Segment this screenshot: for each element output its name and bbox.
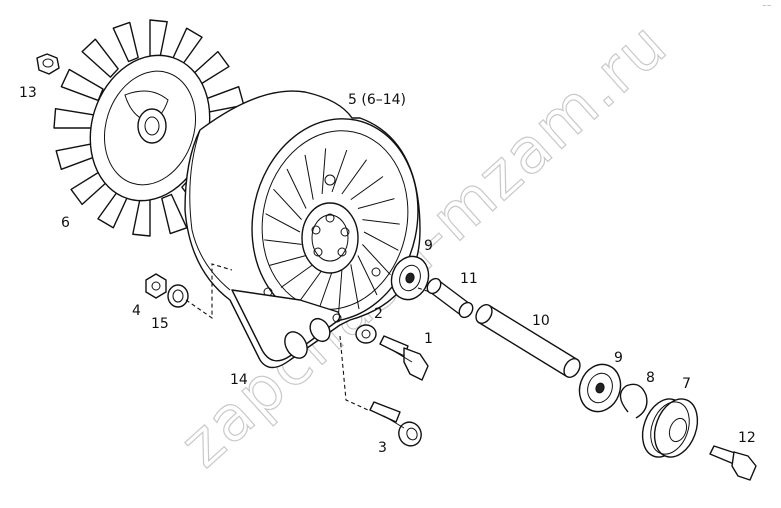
fan-blade (132, 198, 151, 237)
nut-part-13 (36, 53, 60, 75)
stator-vane (296, 269, 323, 305)
pulley-part-7 (641, 398, 699, 458)
stator-vane (265, 213, 301, 233)
stator-vane (357, 255, 378, 296)
bearing-part-9-lower (578, 363, 622, 413)
callout-9-upper: 9 (424, 238, 433, 254)
stator-vane (341, 159, 368, 195)
stator-vane (357, 198, 395, 209)
callout-1: 1 (424, 331, 433, 347)
washer-part-2 (355, 324, 377, 344)
callout-6: 6 (61, 215, 70, 231)
stator-vanes (264, 148, 400, 316)
stator-vane (362, 219, 400, 225)
callout-10: 10 (532, 313, 550, 329)
stator-vane (286, 168, 307, 209)
stator-vane (321, 148, 327, 195)
callout-5: 5 (6–14) (348, 92, 406, 108)
bolt-part-1 (379, 335, 429, 381)
stator-vane (363, 231, 399, 251)
callout-15: 15 (151, 316, 169, 332)
shaft-part-10 (475, 304, 581, 378)
fan-blade (112, 21, 139, 63)
fan-blade (53, 107, 96, 129)
stator-vane (350, 264, 360, 310)
stator-vane (304, 154, 314, 200)
bolt-part-12 (709, 445, 757, 481)
fan-blade (81, 38, 119, 78)
callout-3: 3 (378, 440, 387, 456)
assembly-lines (185, 263, 431, 411)
bolt-part-3 (369, 401, 422, 447)
stator-vane (362, 244, 391, 276)
callout-12: 12 (738, 430, 756, 446)
fan-blade (161, 193, 188, 235)
fan-blade (60, 68, 104, 102)
callout-11: 11 (460, 271, 478, 287)
stator-vane (273, 188, 302, 220)
callout-4: 4 (132, 303, 141, 319)
stator-vane (337, 269, 343, 316)
callout-2: 2 (374, 306, 383, 322)
callout-8: 8 (646, 370, 655, 386)
nut-part-4 (145, 273, 167, 299)
housing-part-5 (184, 90, 421, 369)
circlip-part-8 (619, 383, 648, 419)
sleeve-part-11 (426, 277, 474, 319)
corner-mark: ⁻⁻ (762, 3, 772, 13)
stator-vane (269, 255, 307, 266)
stator-vane (280, 263, 314, 288)
stator-vane (331, 149, 348, 193)
callout-14: 14 (230, 372, 248, 388)
fan-impeller-part-6 (53, 19, 247, 237)
stator-vane (264, 239, 302, 245)
callout-7: 7 (682, 376, 691, 392)
callout-9-lower: 9 (614, 350, 623, 366)
callout-13: 13 (19, 85, 37, 101)
washer-part-15 (167, 284, 189, 308)
stator-vane (350, 176, 384, 201)
fan-blade (149, 19, 168, 58)
